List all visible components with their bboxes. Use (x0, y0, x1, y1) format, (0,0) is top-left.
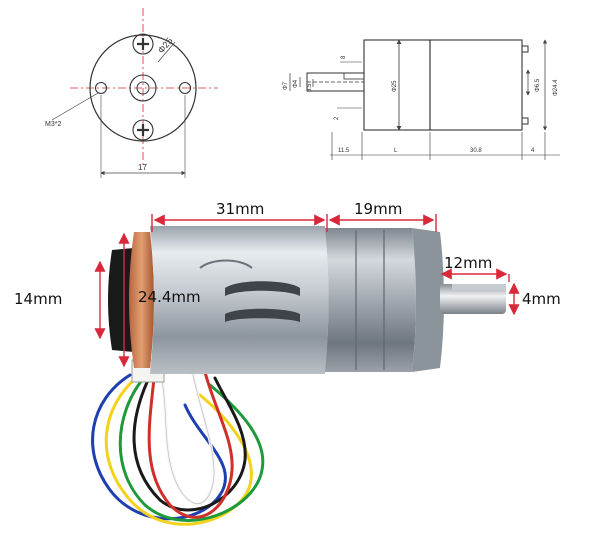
label-motor-diameter: 24.4mm (138, 288, 201, 306)
dim-lL: L (394, 148, 398, 154)
wire-bundle (91, 368, 265, 526)
motor-vent-bottom (225, 308, 300, 322)
motor-outline (429, 39, 523, 131)
dim-d4: Φ4 (293, 79, 299, 88)
motor-vent-top (225, 281, 300, 296)
dim-d65: Φ6.5 (535, 78, 541, 92)
diameter-leader (157, 41, 176, 63)
bottom-screw-cross (137, 124, 149, 136)
dim-l4: 4 (531, 148, 535, 154)
motor-can (150, 226, 329, 374)
shaft-flat (343, 72, 365, 80)
left-mount-hole (94, 81, 108, 95)
label-shaft-diameter: 4mm (522, 290, 561, 308)
dim-d244: Φ24.4 (553, 79, 559, 96)
top-screw-head (132, 33, 154, 55)
shaft-boss-circle (129, 74, 157, 102)
side-view-drawing (289, 39, 560, 160)
dim-d8: 8 (341, 55, 347, 59)
shaft-circle (136, 81, 150, 95)
top-screw-cross (137, 38, 149, 50)
screw-label: M3*2 (45, 121, 61, 128)
red-dimension-lines (94, 214, 520, 368)
front-outline-circle (89, 34, 197, 142)
terminal-tabs (522, 45, 529, 125)
shaft-dims-vertical (289, 73, 314, 91)
dim-l308: 30.8 (470, 148, 482, 154)
length-dim-baseline (330, 132, 560, 160)
dim-d2: 2 (334, 116, 340, 120)
label-encoder-height: 14mm (14, 290, 62, 308)
gearbox-housing (325, 228, 416, 372)
dim-d35: 3.5 (307, 83, 313, 92)
output-shaft (440, 284, 506, 314)
shaft-flat-face (452, 284, 506, 290)
gearbox-front-plate (412, 228, 444, 372)
encoder-disk (129, 232, 154, 368)
label-gearbox-length: 19mm (354, 200, 402, 218)
dim-l115: 11.5 (338, 148, 350, 154)
front-width-label: 17 (138, 163, 147, 172)
dim-d25: Φ25 (392, 80, 398, 92)
label-shaft-length: 12mm (444, 254, 492, 272)
bottom-screw-head (132, 119, 154, 141)
dim-d7: Φ7 (283, 81, 289, 90)
screw-leader (51, 92, 99, 121)
side-view-labels: Φ7 Φ4 3.5 8 2 Φ25 Φ6.5 Φ24.4 11.5 L 30.8… (283, 55, 559, 154)
motor-embossing (199, 259, 253, 269)
right-mount-hole (178, 81, 192, 95)
label-motor-length: 31mm (216, 200, 264, 218)
front-view-drawing: Φ25 M3*2 17 (45, 8, 218, 178)
